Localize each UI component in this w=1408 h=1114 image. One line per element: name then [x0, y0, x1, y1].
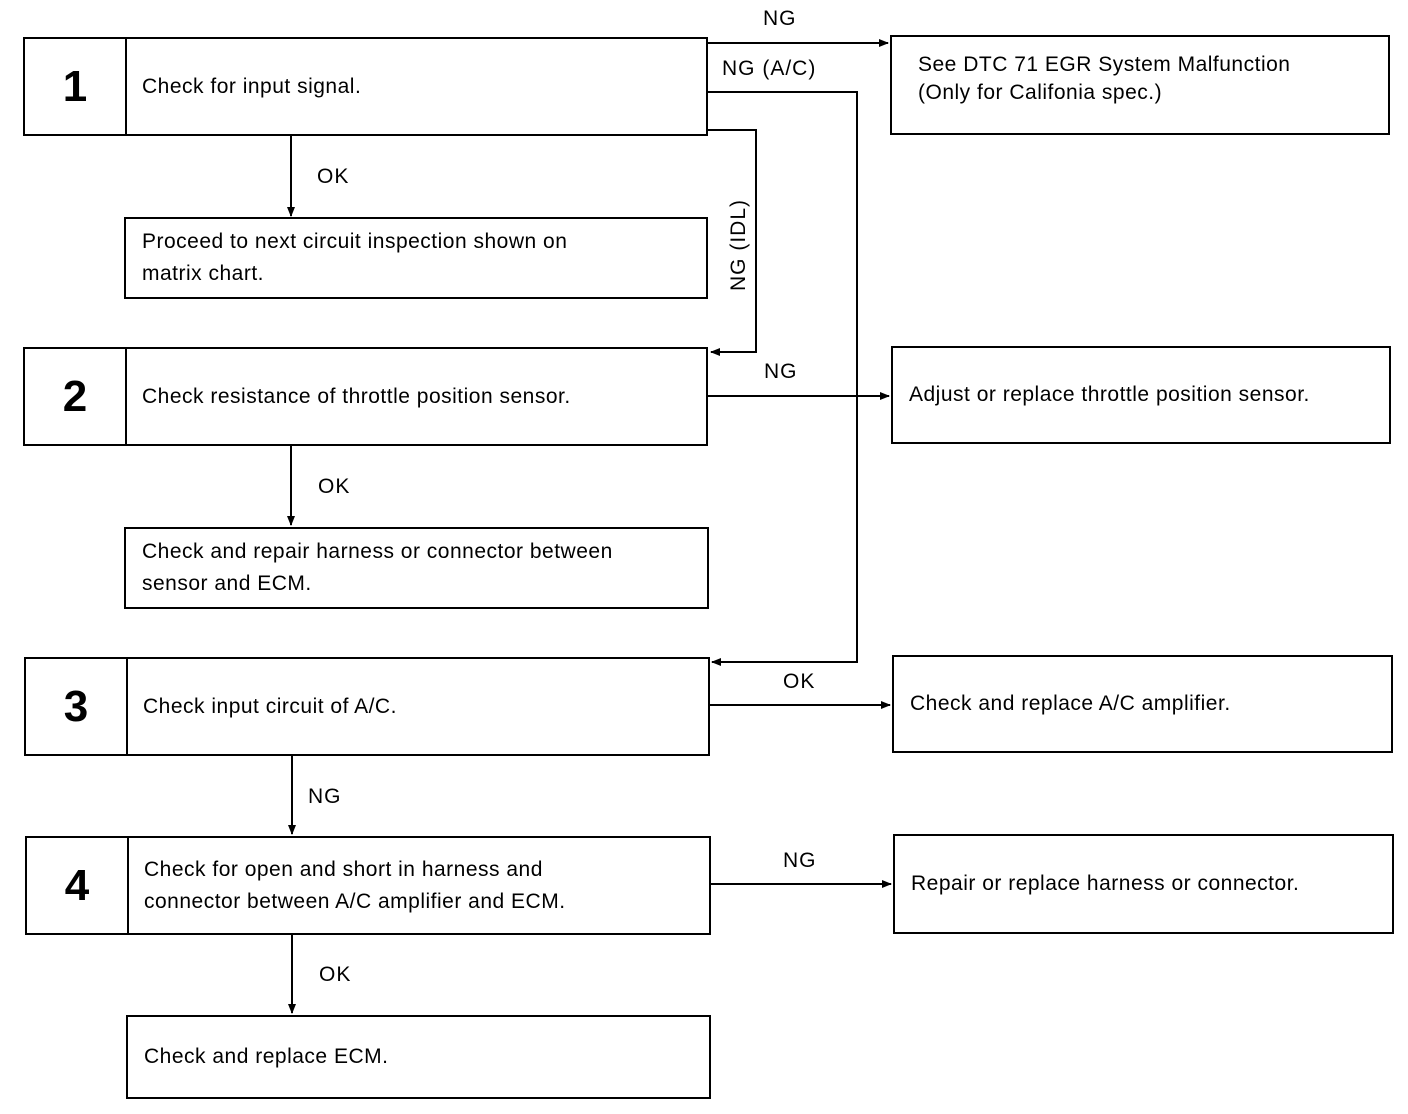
result-proceed-box: Proceed to next circuit inspection shown… [124, 217, 708, 299]
step-text: Check resistance of throttle position se… [142, 384, 571, 408]
step-3-box: 3 Check input circuit of A/C. [24, 657, 710, 756]
result-adjust-tps-box: Adjust or replace throttle position sens… [891, 346, 1391, 444]
result-repair-harness-connector-box: Repair or replace harness or connector. [893, 834, 1394, 934]
label-ok-step3: OK [783, 670, 816, 693]
label-ng-step1: NG [763, 7, 797, 30]
step-number: 1 [25, 39, 127, 134]
step-number: 4 [27, 838, 129, 933]
step-4-box: 4 Check for open and short in harness an… [25, 836, 711, 935]
label-ng-step3: NG [308, 785, 342, 808]
label-ng-step2: NG [764, 360, 798, 383]
label-ng-step4: NG [783, 849, 817, 872]
label-ok-step4: OK [319, 963, 352, 986]
step-text: Check input circuit of A/C. [143, 694, 397, 718]
result-replace-ecm-box: Check and replace ECM. [126, 1015, 711, 1099]
result-dtc71-box: See DTC 71 EGR System Malfunction (Only … [890, 35, 1390, 135]
step-2-box: 2 Check resistance of throttle position … [23, 347, 708, 446]
step-number: 2 [25, 349, 127, 444]
arrow-step1-ng-idl [708, 129, 757, 356]
label-ok-step2: OK [318, 475, 351, 498]
arrow-step1-ng-ac [708, 91, 858, 666]
step-1-box: 1 Check for input signal. [23, 37, 708, 136]
label-ng-ac: NG (A/C) [722, 57, 817, 80]
result-replace-ac-amp-box: Check and replace A/C amplifier. [892, 655, 1393, 753]
label-ok-step1: OK [317, 165, 350, 188]
label-ng-idl: NG (IDL) [727, 199, 750, 291]
step-number: 3 [26, 659, 128, 754]
step-text: Check for input signal. [142, 74, 362, 98]
step-text: Check for open and short in harness and … [144, 857, 566, 913]
result-repair-harness-sensor-ecm-box: Check and repair harness or connector be… [124, 527, 709, 609]
